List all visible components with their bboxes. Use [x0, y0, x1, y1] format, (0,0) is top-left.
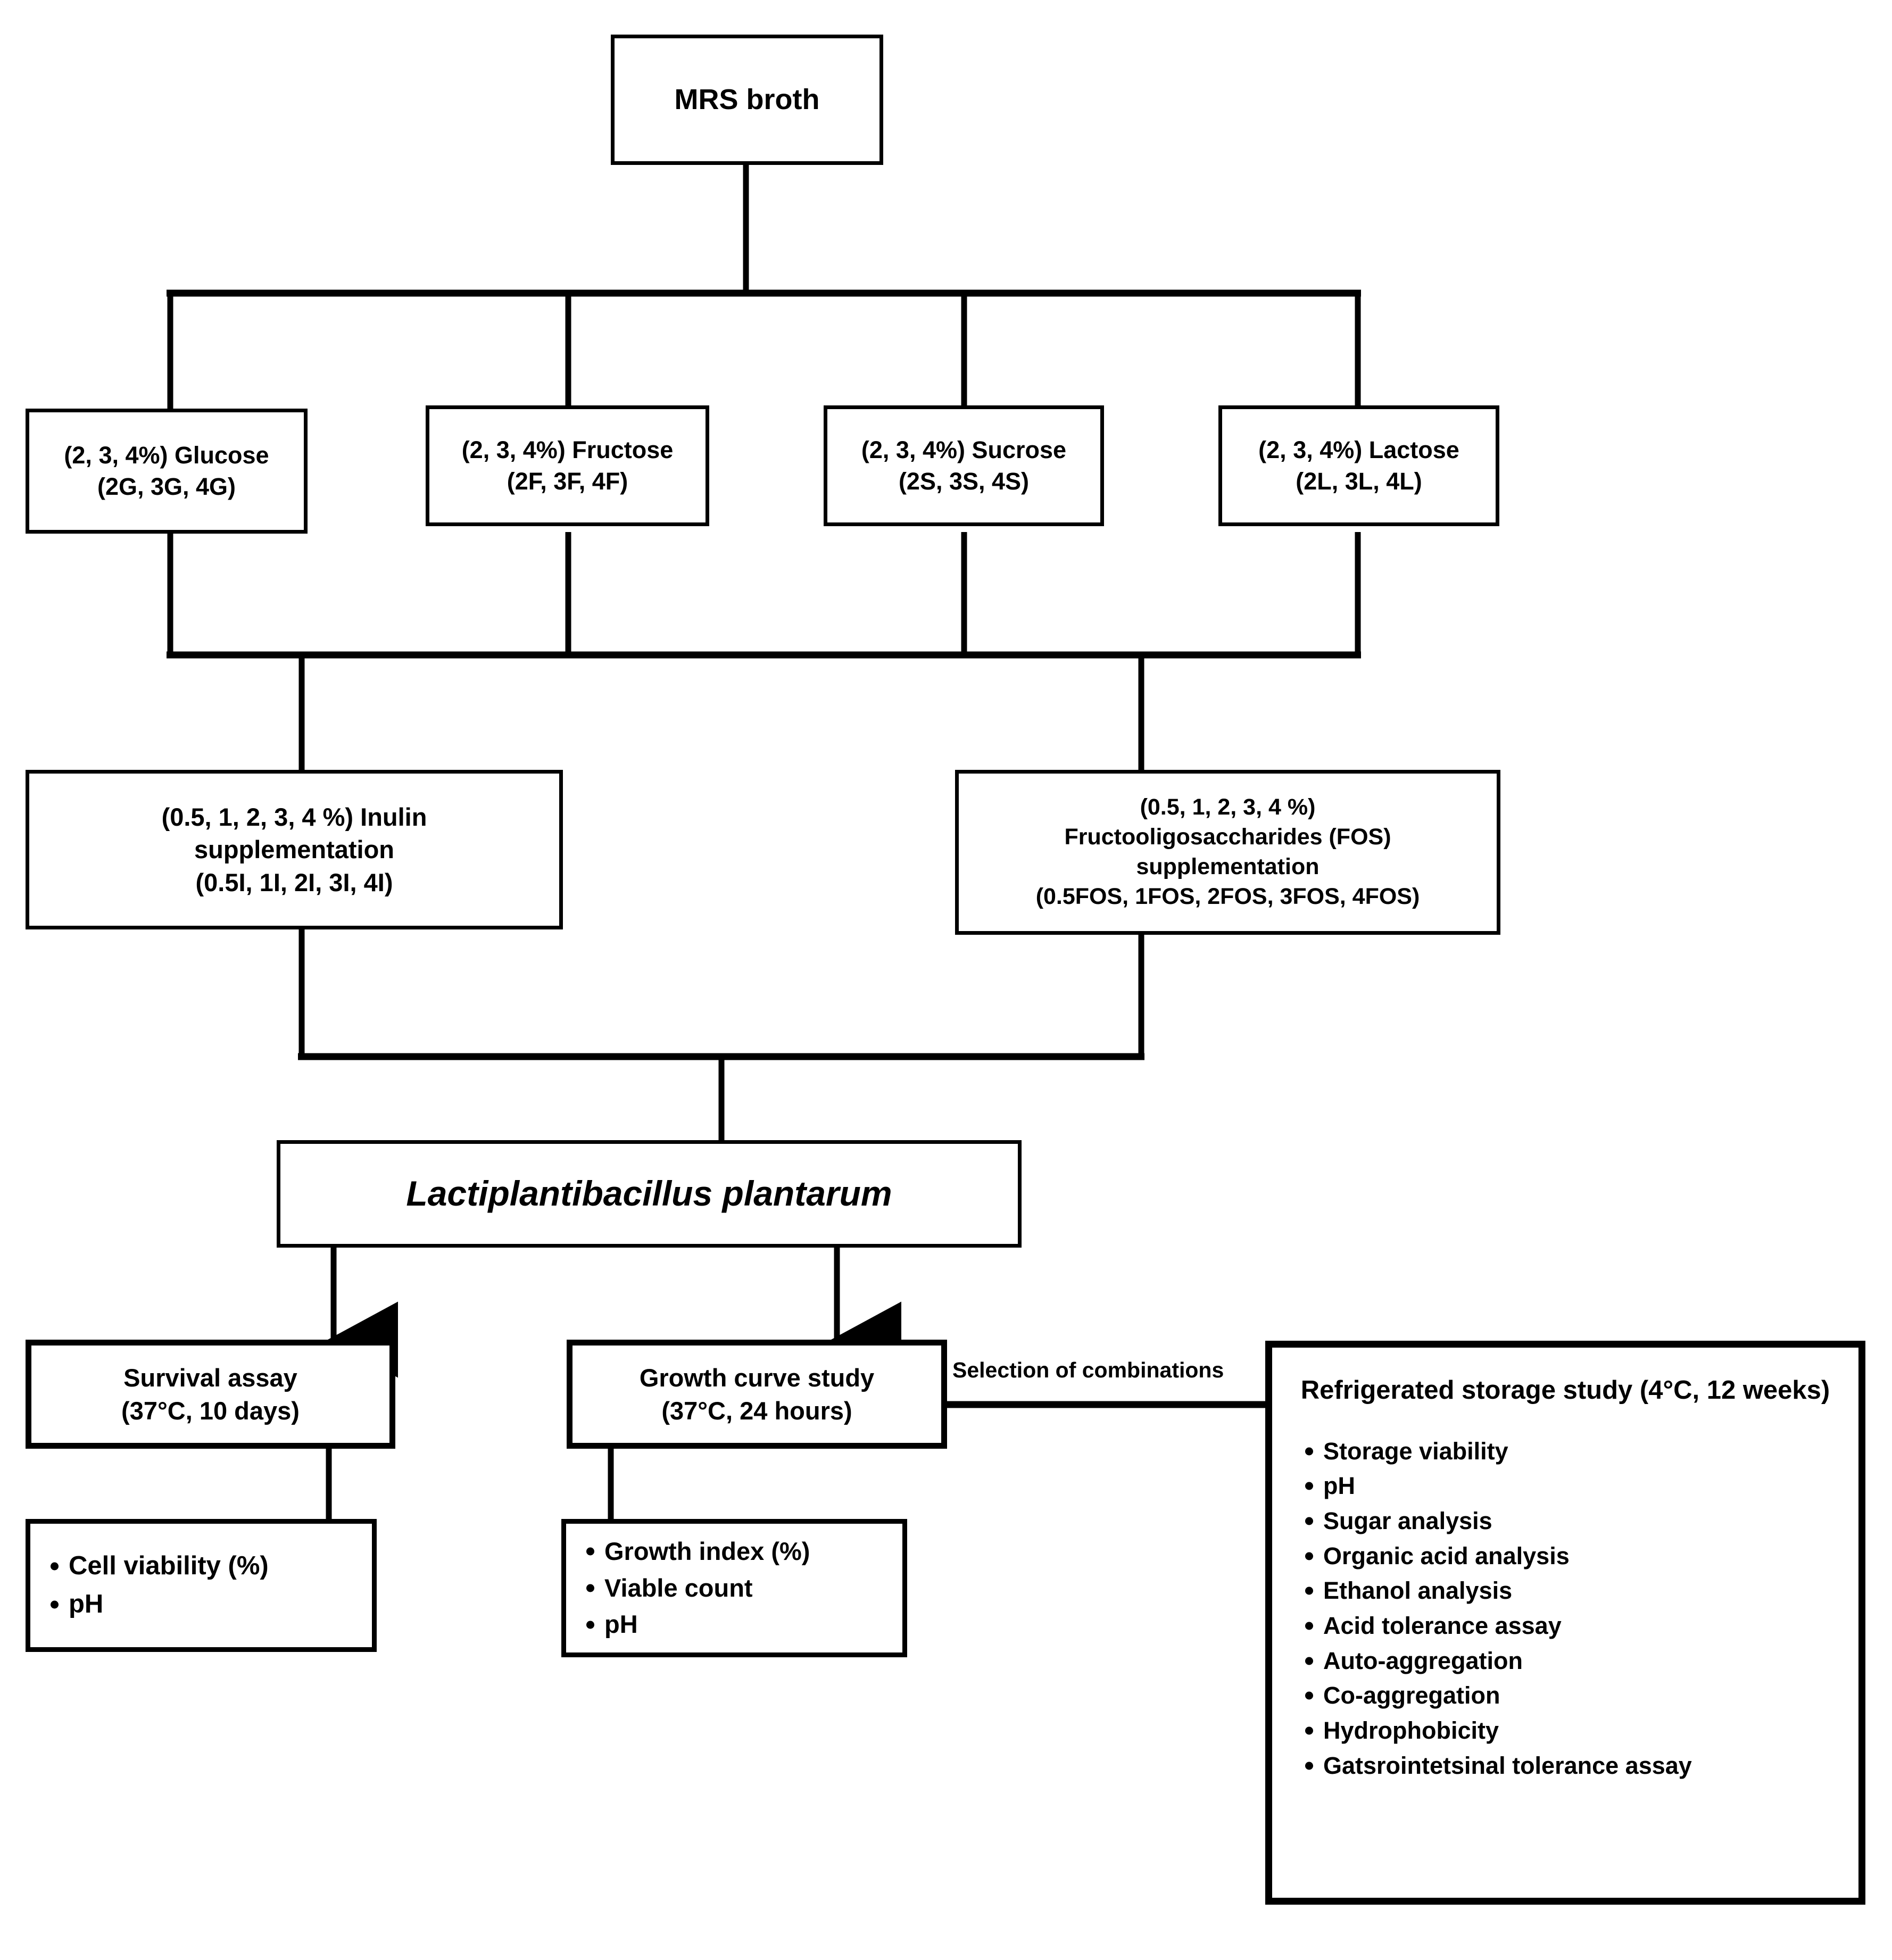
node-fos-line-1: Fructooligosaccharides (FOS) — [1064, 824, 1391, 850]
node-inulin-line-1: supplementation — [194, 835, 395, 864]
node-fos-line-0: (0.5, 1, 2, 3, 4 %) — [1140, 794, 1316, 820]
node-growth-curve-study[interactable]: Growth curve study (37°C, 24 hours) — [567, 1340, 947, 1449]
list-item: Gatsrointetsinal tolerance assay — [1323, 1748, 1858, 1783]
node-refrigerated-line-0: Refrigerated storage study — [1300, 1376, 1633, 1405]
edge-label-selection-of-combinations: Selection of combinations — [952, 1358, 1224, 1382]
node-sucrose-line-1: (2S, 3S, 4S) — [898, 467, 1030, 495]
refrigerated-storage-heading: Refrigerated storage study (4°C, 12 week… — [1272, 1348, 1858, 1408]
list-item: pH — [69, 1585, 372, 1624]
node-lactose[interactable]: (2, 3, 4%) Lactose (2L, 3L, 4L) — [1218, 405, 1499, 526]
node-inulin-supplementation[interactable]: (0.5, 1, 2, 3, 4 %) Inulin supplementati… — [26, 770, 563, 929]
list-item: pH — [1323, 1468, 1858, 1504]
node-growth-curve-line-0: Growth curve study — [639, 1364, 875, 1392]
list-item: Storage viability — [1323, 1434, 1858, 1469]
node-organism[interactable]: Lactiplantibacillus plantarum — [277, 1140, 1022, 1248]
list-item: Organic acid analysis — [1323, 1539, 1858, 1574]
node-refrigerated-storage-study[interactable]: Refrigerated storage study (4°C, 12 week… — [1265, 1341, 1865, 1905]
list-item: Viable count — [604, 1570, 902, 1607]
node-inulin-line-2: (0.5I, 1I, 2I, 3I, 4I) — [195, 868, 393, 896]
node-mrs-broth-line-0: MRS broth — [674, 84, 820, 116]
node-growth-curve-line-1: (37°C, 24 hours) — [661, 1396, 852, 1425]
node-fructose-line-0: (2, 3, 4%) Fructose — [461, 436, 674, 463]
list-item: Sugar analysis — [1323, 1504, 1858, 1539]
node-survival-assay[interactable]: Survival assay (37°C, 10 days) — [26, 1340, 395, 1449]
node-glucose-line-1: (2G, 3G, 4G) — [97, 472, 236, 500]
node-fos-line-3: (0.5FOS, 1FOS, 2FOS, 3FOS, 4FOS) — [1035, 883, 1420, 909]
node-organism-line-0: Lactiplantibacillus plantarum — [406, 1174, 892, 1214]
node-fos-supplementation[interactable]: (0.5, 1, 2, 3, 4 %) Fructooligosaccharid… — [955, 770, 1500, 935]
growth-outputs-list: Growth index (%) Viable count pH — [566, 1533, 902, 1643]
list-item: Hydrophobicity — [1323, 1713, 1858, 1748]
list-item: Cell viability (%) — [69, 1547, 372, 1585]
list-item: Acid tolerance assay — [1323, 1608, 1858, 1643]
storage-outputs-list: Storage viability pH Sugar analysis Orga… — [1272, 1434, 1858, 1783]
node-survival-assay-line-0: Survival assay — [123, 1364, 297, 1392]
node-lactose-line-1: (2L, 3L, 4L) — [1296, 467, 1422, 495]
node-inulin-line-0: (0.5, 1, 2, 3, 4 %) Inulin — [161, 803, 427, 832]
node-fructose-line-1: (2F, 3F, 4F) — [507, 467, 628, 495]
list-item: Ethanol analysis — [1323, 1573, 1858, 1608]
list-item: pH — [604, 1606, 902, 1643]
node-sucrose[interactable]: (2, 3, 4%) Sucrose (2S, 3S, 4S) — [824, 405, 1104, 526]
node-refrigerated-line-1: (4°C, 12 weeks) — [1639, 1376, 1830, 1405]
survival-outputs-list: Cell viability (%) pH — [30, 1547, 372, 1623]
list-item: Co-aggregation — [1323, 1678, 1858, 1713]
list-item: Growth index (%) — [604, 1533, 902, 1570]
node-lactose-line-0: (2, 3, 4%) Lactose — [1258, 436, 1459, 463]
node-glucose[interactable]: (2, 3, 4%) Glucose (2G, 3G, 4G) — [26, 409, 308, 534]
node-sucrose-line-0: (2, 3, 4%) Sucrose — [861, 436, 1067, 463]
node-glucose-line-0: (2, 3, 4%) Glucose — [64, 442, 269, 469]
node-fos-line-2: supplementation — [1136, 854, 1320, 879]
list-survival-outputs: Cell viability (%) pH — [26, 1519, 377, 1652]
node-fructose[interactable]: (2, 3, 4%) Fructose (2F, 3F, 4F) — [426, 405, 709, 526]
list-growth-outputs: Growth index (%) Viable count pH — [561, 1519, 907, 1657]
node-survival-assay-line-1: (37°C, 10 days) — [121, 1396, 300, 1425]
list-item: Auto-aggregation — [1323, 1643, 1858, 1679]
node-mrs-broth[interactable]: MRS broth — [611, 35, 883, 165]
